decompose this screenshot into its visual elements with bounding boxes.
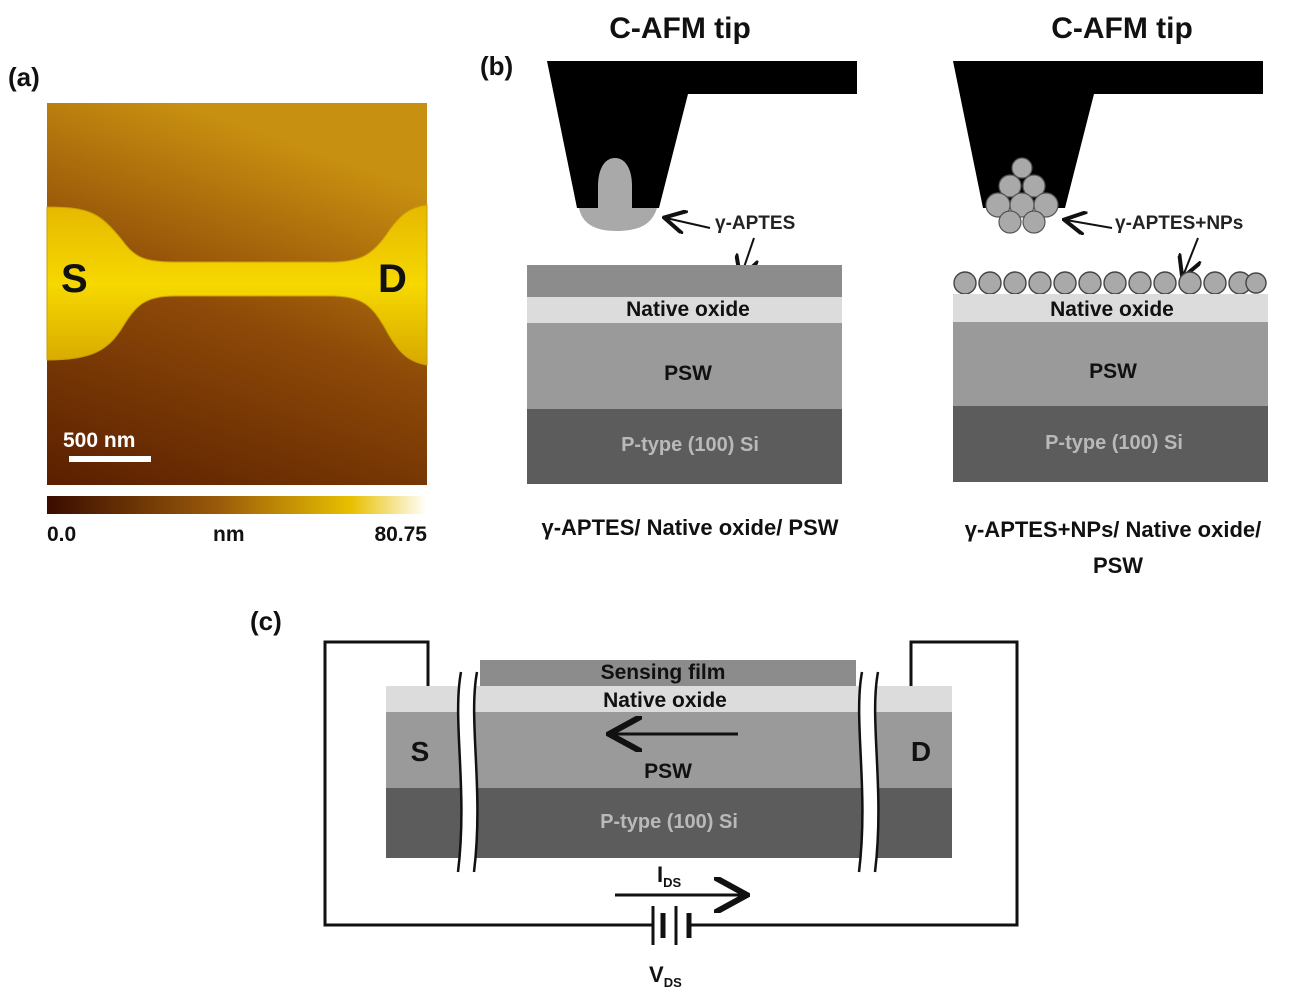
panel-c-label: (c) — [250, 606, 282, 636]
right-substrate-layer — [953, 406, 1268, 482]
colorbar-unit: nm — [213, 523, 245, 546]
left-substrate-layer — [527, 409, 842, 484]
right-tip-arrow — [1066, 220, 1113, 228]
source-label: S — [61, 257, 88, 301]
right-tip-annotation: γ-APTES+NPs — [1115, 213, 1243, 234]
substrate-layer-c — [386, 788, 952, 858]
right-caption-line2: PSW — [1093, 553, 1143, 578]
left-oxide-layer — [527, 297, 842, 323]
panel-b: (b) C-AFM tip γ-APTES Native oxide PSW P… — [480, 12, 1268, 578]
right-substrate-label: P-type (100) Si — [1045, 432, 1183, 454]
panel-a-label: (a) — [8, 62, 40, 92]
right-psw-label: PSW — [1089, 360, 1137, 383]
drain-electrode-label: D — [911, 736, 931, 767]
left-psw-label: PSW — [664, 362, 712, 385]
right-psw-layer — [953, 322, 1268, 406]
psw-label-c: PSW — [644, 760, 692, 783]
sensing-film-layer — [480, 660, 856, 686]
right-oxide-label: Native oxide — [1050, 298, 1174, 321]
substrate-label-c: P-type (100) Si — [600, 811, 738, 833]
left-afm-tip-icon — [547, 61, 857, 208]
panel-b-right: C-AFM tip γ-APTES+NPs — [953, 12, 1268, 578]
left-aptes-on-tip — [598, 158, 632, 208]
panel-b-label: (b) — [480, 51, 513, 81]
left-tip-title: C-AFM tip — [609, 12, 751, 45]
battery-icon — [651, 906, 692, 945]
vds-label: VDS — [649, 962, 682, 990]
left-tip-arrow — [666, 218, 711, 228]
left-tip-annotation: γ-APTES — [715, 213, 795, 234]
circuit-wires — [323, 640, 1019, 927]
left-oxide-label: Native oxide — [626, 298, 750, 321]
psw-layer-c — [386, 712, 952, 788]
left-substrate-label: P-type (100) Si — [621, 434, 759, 456]
right-nanoparticle-cluster-icon — [985, 157, 1059, 234]
colorbar-max: 80.75 — [374, 523, 427, 546]
left-psw-layer — [527, 323, 842, 409]
left-aptes-layer — [527, 265, 842, 297]
colorbar-min: 0.0 — [47, 523, 76, 546]
colorbar: 0.0 nm 80.75 — [47, 496, 427, 546]
colorbar-gradient — [47, 496, 427, 514]
nanowire-shape — [46, 204, 428, 366]
ids-label: IDS — [657, 862, 682, 890]
scale-bar-label: 500 nm — [63, 429, 135, 452]
right-layer-arrow — [1183, 237, 1198, 276]
left-aptes-droplet — [579, 208, 657, 231]
sensing-film-label: Sensing film — [601, 661, 726, 684]
break-mark-left — [456, 671, 479, 873]
left-caption: γ-APTES/ Native oxide/ PSW — [541, 515, 838, 540]
native-oxide-label-c: Native oxide — [603, 689, 727, 712]
right-tip-title: C-AFM tip — [1051, 12, 1193, 45]
afm-image: S D 500 nm — [46, 103, 428, 485]
panel-c: (c) Sensing film Native oxide PSW P-type… — [250, 606, 1019, 990]
scale-bar — [69, 456, 151, 462]
drain-label: D — [378, 257, 407, 301]
panel-a: (a) S D 500 nm 0.0 nm 80.75 — [8, 62, 428, 546]
source-electrode-label: S — [411, 736, 430, 767]
panel-b-left: C-AFM tip γ-APTES Native oxide PSW P-typ… — [527, 12, 857, 540]
right-caption-line1: γ-APTES+NPs/ Native oxide/ — [965, 517, 1262, 542]
right-nanoparticle-layer — [953, 271, 1267, 295]
right-oxide-layer — [953, 294, 1268, 322]
break-mark-right — [857, 671, 880, 873]
native-oxide-layer-c — [386, 686, 952, 712]
